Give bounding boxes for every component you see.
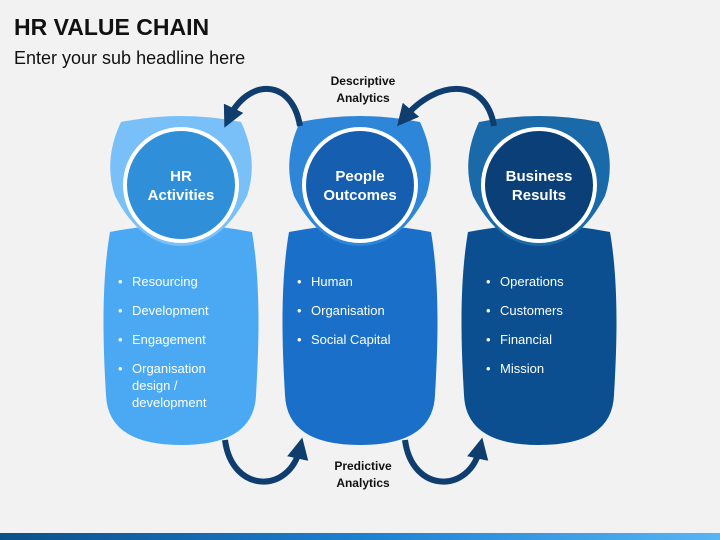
business-results-circle <box>485 131 593 239</box>
people-outcomes-title: People Outcomes <box>323 168 397 204</box>
hr-activities-circle <box>127 131 235 239</box>
page-subtitle: Enter your sub headline here <box>14 48 246 68</box>
predictive-analytics-label: Predictive Analytics <box>334 459 392 490</box>
list-item: Resourcing <box>118 273 218 290</box>
list-item: Operations <box>486 273 586 290</box>
page-title: HR VALUE CHAIN <box>14 14 210 40</box>
list-item: Financial <box>486 331 586 348</box>
bottom-accent-bar <box>0 533 720 540</box>
arrow-top-right <box>396 85 497 127</box>
hr-activities-title: HR Activities <box>147 168 215 204</box>
list-item: Organisation <box>297 302 397 319</box>
list-item: Social Capital <box>297 331 397 348</box>
list-item: Engagement <box>118 331 218 348</box>
list-item: Mission <box>486 360 586 377</box>
business-results-title: Business Results <box>505 168 573 204</box>
descriptive-analytics-label: Descriptive Analytics <box>330 74 396 105</box>
list-item: Human <box>297 273 397 290</box>
arrow-top-left <box>223 86 303 128</box>
hr-activities-list: Resourcing Development Engagement Organi… <box>118 273 218 423</box>
list-item: Customers <box>486 302 586 319</box>
list-item: Development <box>118 302 218 319</box>
people-outcomes-list: Human Organisation Social Capital <box>297 273 397 360</box>
arrow-bottom-left <box>222 437 309 485</box>
list-item: Organisation design / development <box>118 360 218 411</box>
arrow-bottom-right <box>402 437 489 485</box>
business-results-list: Operations Customers Financial Mission <box>486 273 586 389</box>
people-outcomes-circle <box>306 131 414 239</box>
